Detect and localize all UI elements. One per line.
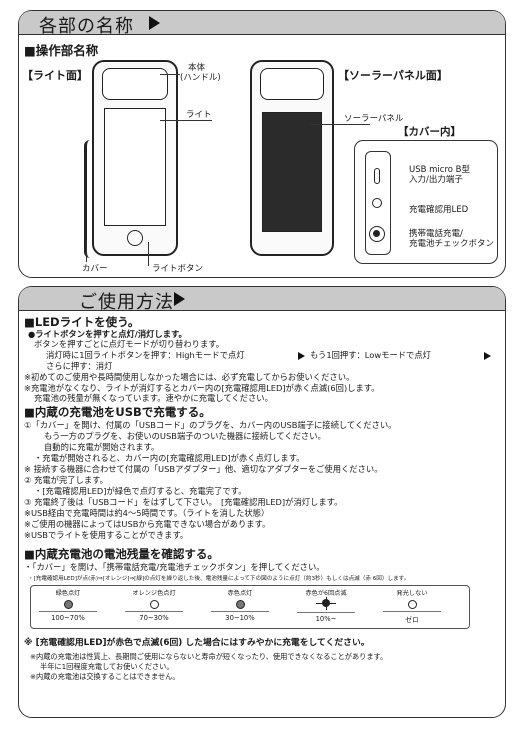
usage-panel: ご使用方法 bbox=[18, 286, 506, 718]
led-indicator-icon bbox=[63, 600, 73, 609]
text-line: ※USBでライトを使用することができます。 bbox=[24, 530, 189, 540]
label-charge-led: 充電確認用LED bbox=[409, 205, 469, 215]
device-solar-side bbox=[250, 60, 334, 256]
level-item: 赤色が6回点滅 10%~ bbox=[291, 588, 361, 623]
text-line: ② 充電が完了します。 bbox=[24, 475, 108, 485]
light-panel bbox=[104, 108, 166, 226]
text-line: 消灯時に1回ライトボタンを押す：Highモードで点灯 bbox=[46, 350, 245, 360]
level-name: 発光しない bbox=[396, 590, 428, 597]
level-percent: 10%~ bbox=[297, 612, 355, 623]
leader-line bbox=[310, 124, 370, 125]
level-name: 緑色点灯 bbox=[55, 590, 81, 597]
cover-inner-strip bbox=[365, 151, 391, 255]
label-usb-2: 入力/出力端子 bbox=[409, 175, 463, 185]
section-title: ご使用方法 bbox=[79, 292, 174, 313]
text-line: 自動的に充電が開始されます。 bbox=[44, 442, 160, 452]
arrow-right-icon bbox=[298, 352, 305, 360]
heading-battery-check: ■内蔵充電池の電池残量を確認する。 bbox=[24, 547, 219, 561]
light-side-label: 【ライト面】 bbox=[22, 69, 88, 82]
section-banner: ご使用方法 bbox=[19, 287, 505, 313]
note-line: ※内蔵の充電池は性質上、長期間ご使用にならないと寿命が短くなったり、使用できなく… bbox=[30, 652, 388, 661]
level-name: 赤色が6回点滅 bbox=[305, 590, 347, 597]
label-light: ライト bbox=[186, 110, 212, 120]
section-title: 各部の名称 bbox=[39, 16, 134, 37]
text-line: ※初めてのご使用や長時間使用しなかった場合には、必ず充電してからお使いください。 bbox=[24, 372, 355, 382]
handle bbox=[260, 68, 324, 100]
level-item: 緑色点灯 100~70% bbox=[33, 588, 103, 622]
leader-line bbox=[148, 242, 149, 266]
text-line-small: ・[充電確認用LED]が点(赤)⇒[オレンジ]⇒[緑]の点灯を繰り返した後、電池… bbox=[28, 576, 410, 582]
label-usb-1: USB micro B型 bbox=[409, 165, 471, 175]
text-line: ※ご使用の機器によってはUSBから充電できない場合があります。 bbox=[24, 519, 271, 529]
level-item: 発光しない ゼロ bbox=[377, 588, 447, 624]
level-percent: 30~10% bbox=[211, 611, 269, 622]
label-solar-panel: ソーラーパネル bbox=[344, 114, 404, 124]
label-handle: (ハンドル) bbox=[180, 73, 221, 83]
led-icon bbox=[372, 198, 382, 208]
text-line: ・充電が開始されると、カバー内の[充電確認用LED]が赤く点灯します。 bbox=[34, 453, 305, 463]
level-percent: ゼロ bbox=[383, 611, 441, 624]
subheading: ■操作部名称 bbox=[24, 43, 99, 58]
battery-level-chart: 緑色点灯 100~70% オレンジ色点灯 70~30% 赤色点灯 30~10% … bbox=[30, 585, 470, 629]
text-line: ①「カバー」を開け、付属の「USBコード」のプラグを、カバー内のUSB端子に接続… bbox=[24, 420, 397, 430]
leader-line bbox=[86, 240, 87, 262]
device-light-side bbox=[92, 60, 178, 256]
triangle-arrow-icon bbox=[149, 16, 160, 30]
handle bbox=[102, 68, 168, 100]
level-item: 赤色点灯 30~10% bbox=[205, 588, 275, 622]
text-line: 充電池の残量が無くなっています。速やかに充電してください。 bbox=[34, 393, 273, 403]
label-light-button: ライトボタン bbox=[152, 264, 204, 274]
text-line: もう一方のプラグを、お使いのUSB端子のついた機器に接続してください。 bbox=[44, 431, 326, 441]
led-indicator-icon bbox=[407, 600, 417, 609]
text-line: さらに押す：消灯 bbox=[46, 361, 113, 371]
text-line: ※ 接続する機器に合わせて付属の「USBアダプター」他、適切なアダプターをご使用… bbox=[24, 464, 383, 474]
leader-line bbox=[160, 120, 212, 121]
check-button-icon bbox=[369, 226, 385, 242]
parts-names-panel: 各部の名称 bbox=[18, 10, 506, 278]
leader-line bbox=[160, 74, 180, 75]
level-name: オレンジ色点灯 bbox=[132, 590, 176, 597]
text-line: ・[充電確認用LED]が緑色で点灯すると、充電完了です。 bbox=[34, 486, 247, 496]
blink-icon bbox=[316, 597, 336, 610]
text-line: ③ 充電終了後は「USBコード」をはずして下さい。 [充電確認用LED]が消灯し… bbox=[24, 497, 343, 507]
light-button bbox=[127, 230, 143, 246]
heading-led-light: ■LEDライトを使う。 bbox=[24, 315, 140, 329]
text-line: ・「カバー」を開け、「携帯電話充電/充電池チェックボタン」を押してください。 bbox=[24, 562, 325, 572]
triangle-arrow-icon bbox=[174, 292, 185, 306]
usb-port-icon bbox=[374, 168, 380, 184]
level-name: 赤色点灯 bbox=[227, 590, 253, 597]
arrow-right-icon bbox=[484, 352, 491, 360]
level-item: オレンジ色点灯 70~30% bbox=[119, 588, 189, 622]
label-cover: カバー bbox=[82, 264, 108, 274]
warning-text: ※ [充電確認用LED]が赤色で点滅(6回) した場合にはすみやかに充電をしてく… bbox=[24, 638, 370, 648]
level-percent: 70~30% bbox=[125, 611, 183, 622]
label-check-2: 充電池チェックボタン bbox=[409, 239, 495, 249]
note-line: 半年に1回程度充電してお使いください。 bbox=[40, 662, 174, 671]
text-line: ボタンを押すごとに点灯モードが切り替わります。 bbox=[34, 339, 225, 349]
section-banner: 各部の名称 bbox=[19, 11, 505, 37]
text-line: ※USB経由で充電時間は約4～5時間です。（ライトを消した状態） bbox=[24, 508, 270, 518]
text-line: もう1回押す：Lowモードで点灯 bbox=[310, 350, 431, 360]
cover-inside-label: 【カバー内】 bbox=[398, 126, 461, 138]
cover-detail-box: USB micro B型 入力/出力端子 充電確認用LED 携帯電話充電/ 充電… bbox=[354, 140, 498, 264]
cover-edge bbox=[84, 140, 94, 258]
solar-panel bbox=[262, 112, 322, 232]
led-indicator-icon bbox=[235, 600, 245, 609]
level-percent: 100~70% bbox=[39, 611, 97, 622]
label-check-1: 携帯電話充電/ bbox=[409, 229, 463, 239]
note-line: ※内蔵の充電池は交換することはできません。 bbox=[30, 672, 180, 681]
heading-usb-charge: ■内蔵の充電池をUSBで充電する。 bbox=[24, 405, 211, 419]
led-indicator-icon bbox=[149, 600, 159, 609]
text-line: ●ライトボタンを押すと点灯/消灯します。 bbox=[28, 329, 187, 339]
solar-side-label: 【ソーラーパネル面】 bbox=[338, 69, 448, 82]
text-line: ※充電池がなくなり、ライトが消灯するとカバー内の[充電確認用LED]が赤く点滅(… bbox=[24, 383, 380, 393]
label-body: 本体 bbox=[188, 63, 206, 73]
